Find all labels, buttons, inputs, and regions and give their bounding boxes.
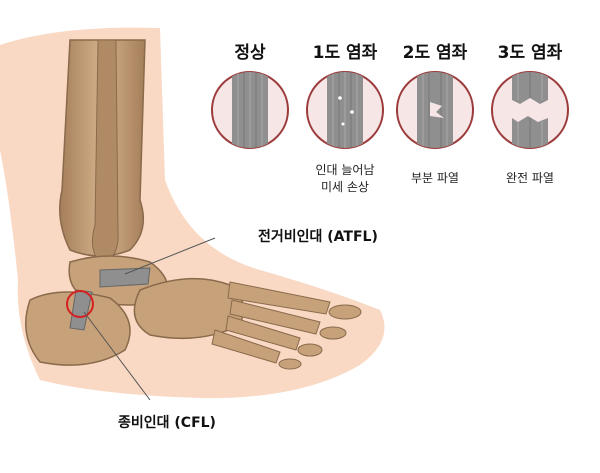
metatarsal-1 (227, 281, 331, 315)
stage-title-grade1: 1도 염좌 (312, 43, 378, 63)
atfl-ligament (99, 267, 151, 288)
toe-3 (297, 343, 323, 357)
stage-desc-grade2: 부분 파열 (411, 171, 459, 185)
metatarsal-2 (229, 299, 321, 335)
atfl-label: 전거비인대 (ATFL) (258, 229, 378, 245)
atfl-leader-line (124, 237, 216, 275)
injury-marker (66, 290, 94, 318)
stage-title-grade2: 2도 염좌 (402, 43, 468, 63)
cfl-leader-line (83, 311, 151, 401)
toe-2 (319, 326, 347, 340)
stage-title-normal: 정상 (234, 43, 266, 63)
stage-title-grade3: 3도 염좌 (497, 43, 563, 63)
cfl-label: 종비인대 (CFL) (118, 415, 216, 431)
toe-4 (278, 358, 302, 370)
stage-circle-grade2 (396, 71, 474, 149)
stage-circle-grade1 (306, 71, 384, 149)
stage-desc-grade3: 완전 파열 (506, 171, 554, 185)
metatarsal-3 (225, 315, 301, 351)
stage-circle-normal (211, 71, 289, 149)
toe-1 (328, 304, 362, 320)
stage-desc-grade1-line2: 미세 손상 (321, 180, 369, 194)
metatarsal-4 (211, 329, 281, 364)
stage-desc-grade1-line1: 인대 늘어남 (315, 163, 375, 177)
stage-circle-grade3 (491, 71, 569, 149)
